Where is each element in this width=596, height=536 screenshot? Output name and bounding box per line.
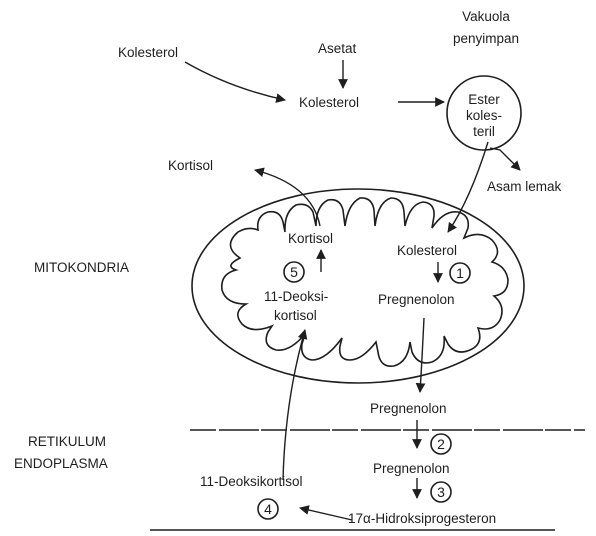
label-asetat: Asetat: [318, 41, 357, 56]
mitochondrion-outer-membrane: [192, 189, 524, 383]
step-4-number: 4: [264, 501, 272, 517]
label-kortisol-outside: Kortisol: [168, 158, 213, 173]
step-5-number: 5: [290, 264, 298, 280]
label-vakuola: Vakuola: [462, 9, 510, 24]
arrow-vacuole-to-mitochondria: [448, 142, 488, 232]
label-koles: koles-: [466, 108, 502, 123]
step-1-number: 1: [456, 265, 464, 281]
arrow-kolesterol-to-kolesterol: [185, 62, 285, 100]
arrow-step-4: [300, 508, 352, 520]
label-11-deoksikortisol-er: 11-Deoksikortisol: [200, 474, 303, 489]
label-kolesterol-mid: Kolesterol: [299, 95, 359, 110]
step-2-number: 2: [437, 436, 445, 452]
label-pregnenolon-er: Pregnenolon: [373, 461, 450, 476]
label-penyimpan: penyimpan: [453, 31, 519, 46]
step-3-number: 3: [437, 484, 445, 500]
label-kolesterol-top-left: Kolesterol: [118, 45, 178, 60]
label-kortisol-inside: Kortisol: [288, 231, 333, 246]
label-kortisol-part: kortisol: [274, 308, 317, 323]
label-ester: Ester: [468, 92, 500, 107]
label-11-deoksi: 11-Deoksi-: [264, 289, 328, 304]
label-asam-lemak: Asam lemak: [487, 179, 562, 194]
label-retikulum: RETIKULUM: [28, 434, 106, 449]
label-pregnenolon-inside: Pregnenolon: [378, 292, 455, 307]
label-kolesterol-inside: Kolesterol: [397, 243, 457, 258]
label-pregnenolon-below: Pregnenolon: [370, 401, 447, 416]
arrow-to-asam-lemak: [490, 148, 520, 170]
label-mitokondria: MITOKONDRIA: [34, 260, 129, 275]
arrow-pregnenolon-out: [420, 318, 424, 392]
label-17a-hidroksiprogesteron: 17α-Hidroksiprogesteron: [348, 511, 496, 526]
label-teril: teril: [473, 124, 495, 139]
label-endoplasma: ENDOPLASMA: [14, 456, 108, 471]
